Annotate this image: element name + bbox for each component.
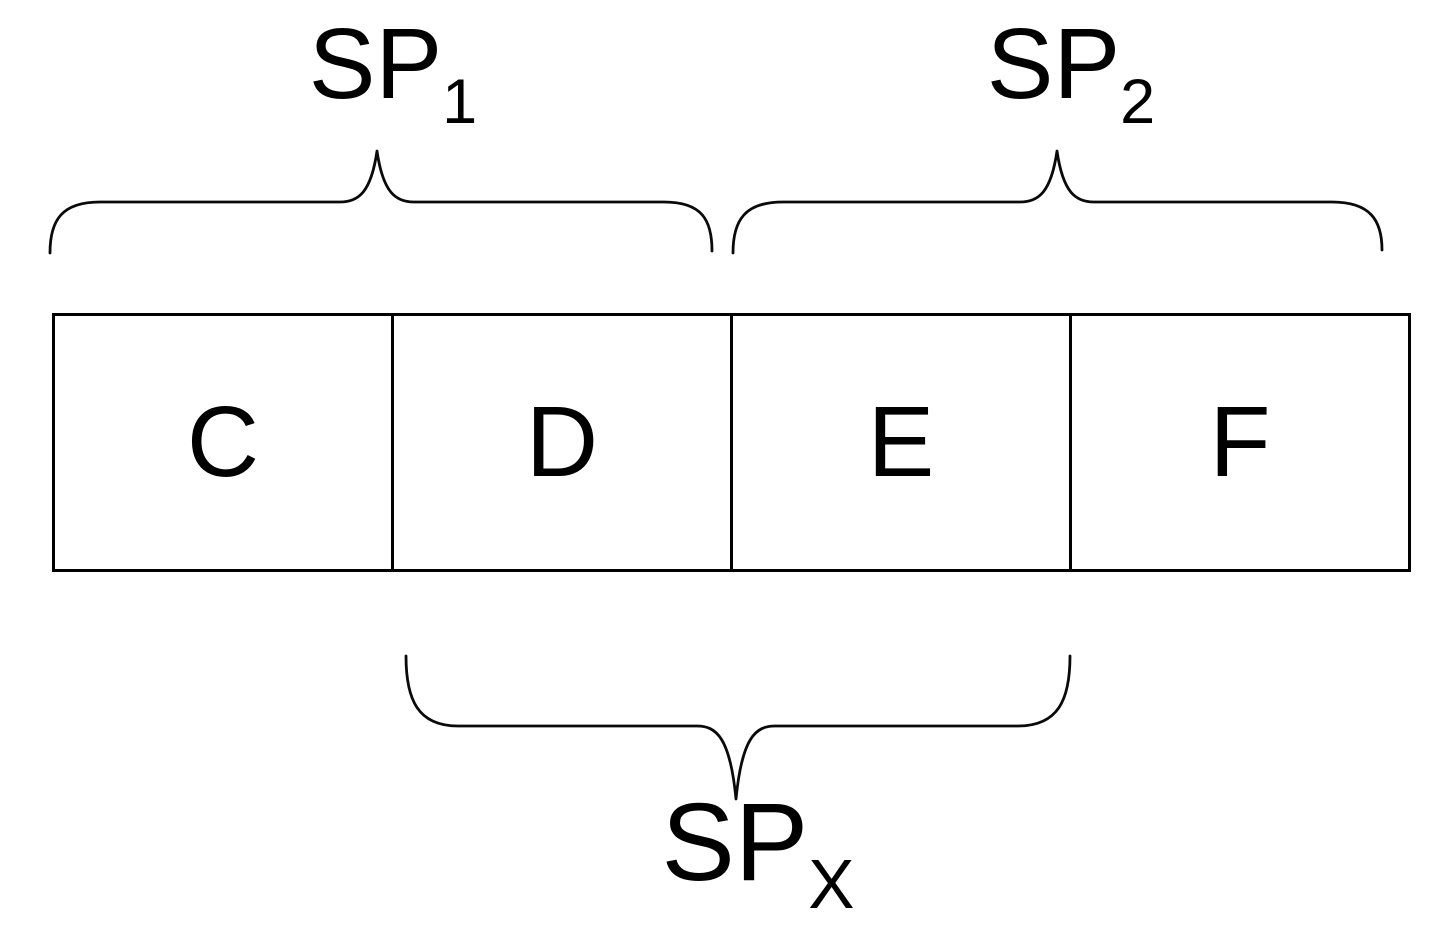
label-sp2-main: SP <box>986 8 1121 120</box>
box-cell-c: C <box>55 316 391 569</box>
label-sp2: SP2 <box>881 12 1261 136</box>
box-letter-d: D <box>525 386 599 498</box>
label-spx-subscript: X <box>808 844 855 923</box>
box-cell-e: E <box>730 316 1069 569</box>
brace-sp2 <box>731 149 1384 255</box>
label-spx: SPX <box>568 785 948 920</box>
brace-spx <box>404 654 1072 801</box>
box-letter-f: F <box>1209 386 1271 498</box>
box-cell-f: F <box>1069 316 1408 569</box>
box-letter-e: E <box>867 386 935 498</box>
box-cell-d: D <box>391 316 730 569</box>
box-letter-c: C <box>186 386 260 498</box>
label-sp1: SP1 <box>203 12 583 136</box>
label-sp1-main: SP <box>308 8 443 120</box>
box-grid: C D E F <box>52 313 1411 572</box>
label-sp2-subscript: 2 <box>1120 67 1156 138</box>
label-spx-main: SP <box>661 781 809 904</box>
brace-sp1 <box>48 149 714 255</box>
label-sp1-subscript: 1 <box>442 67 478 138</box>
